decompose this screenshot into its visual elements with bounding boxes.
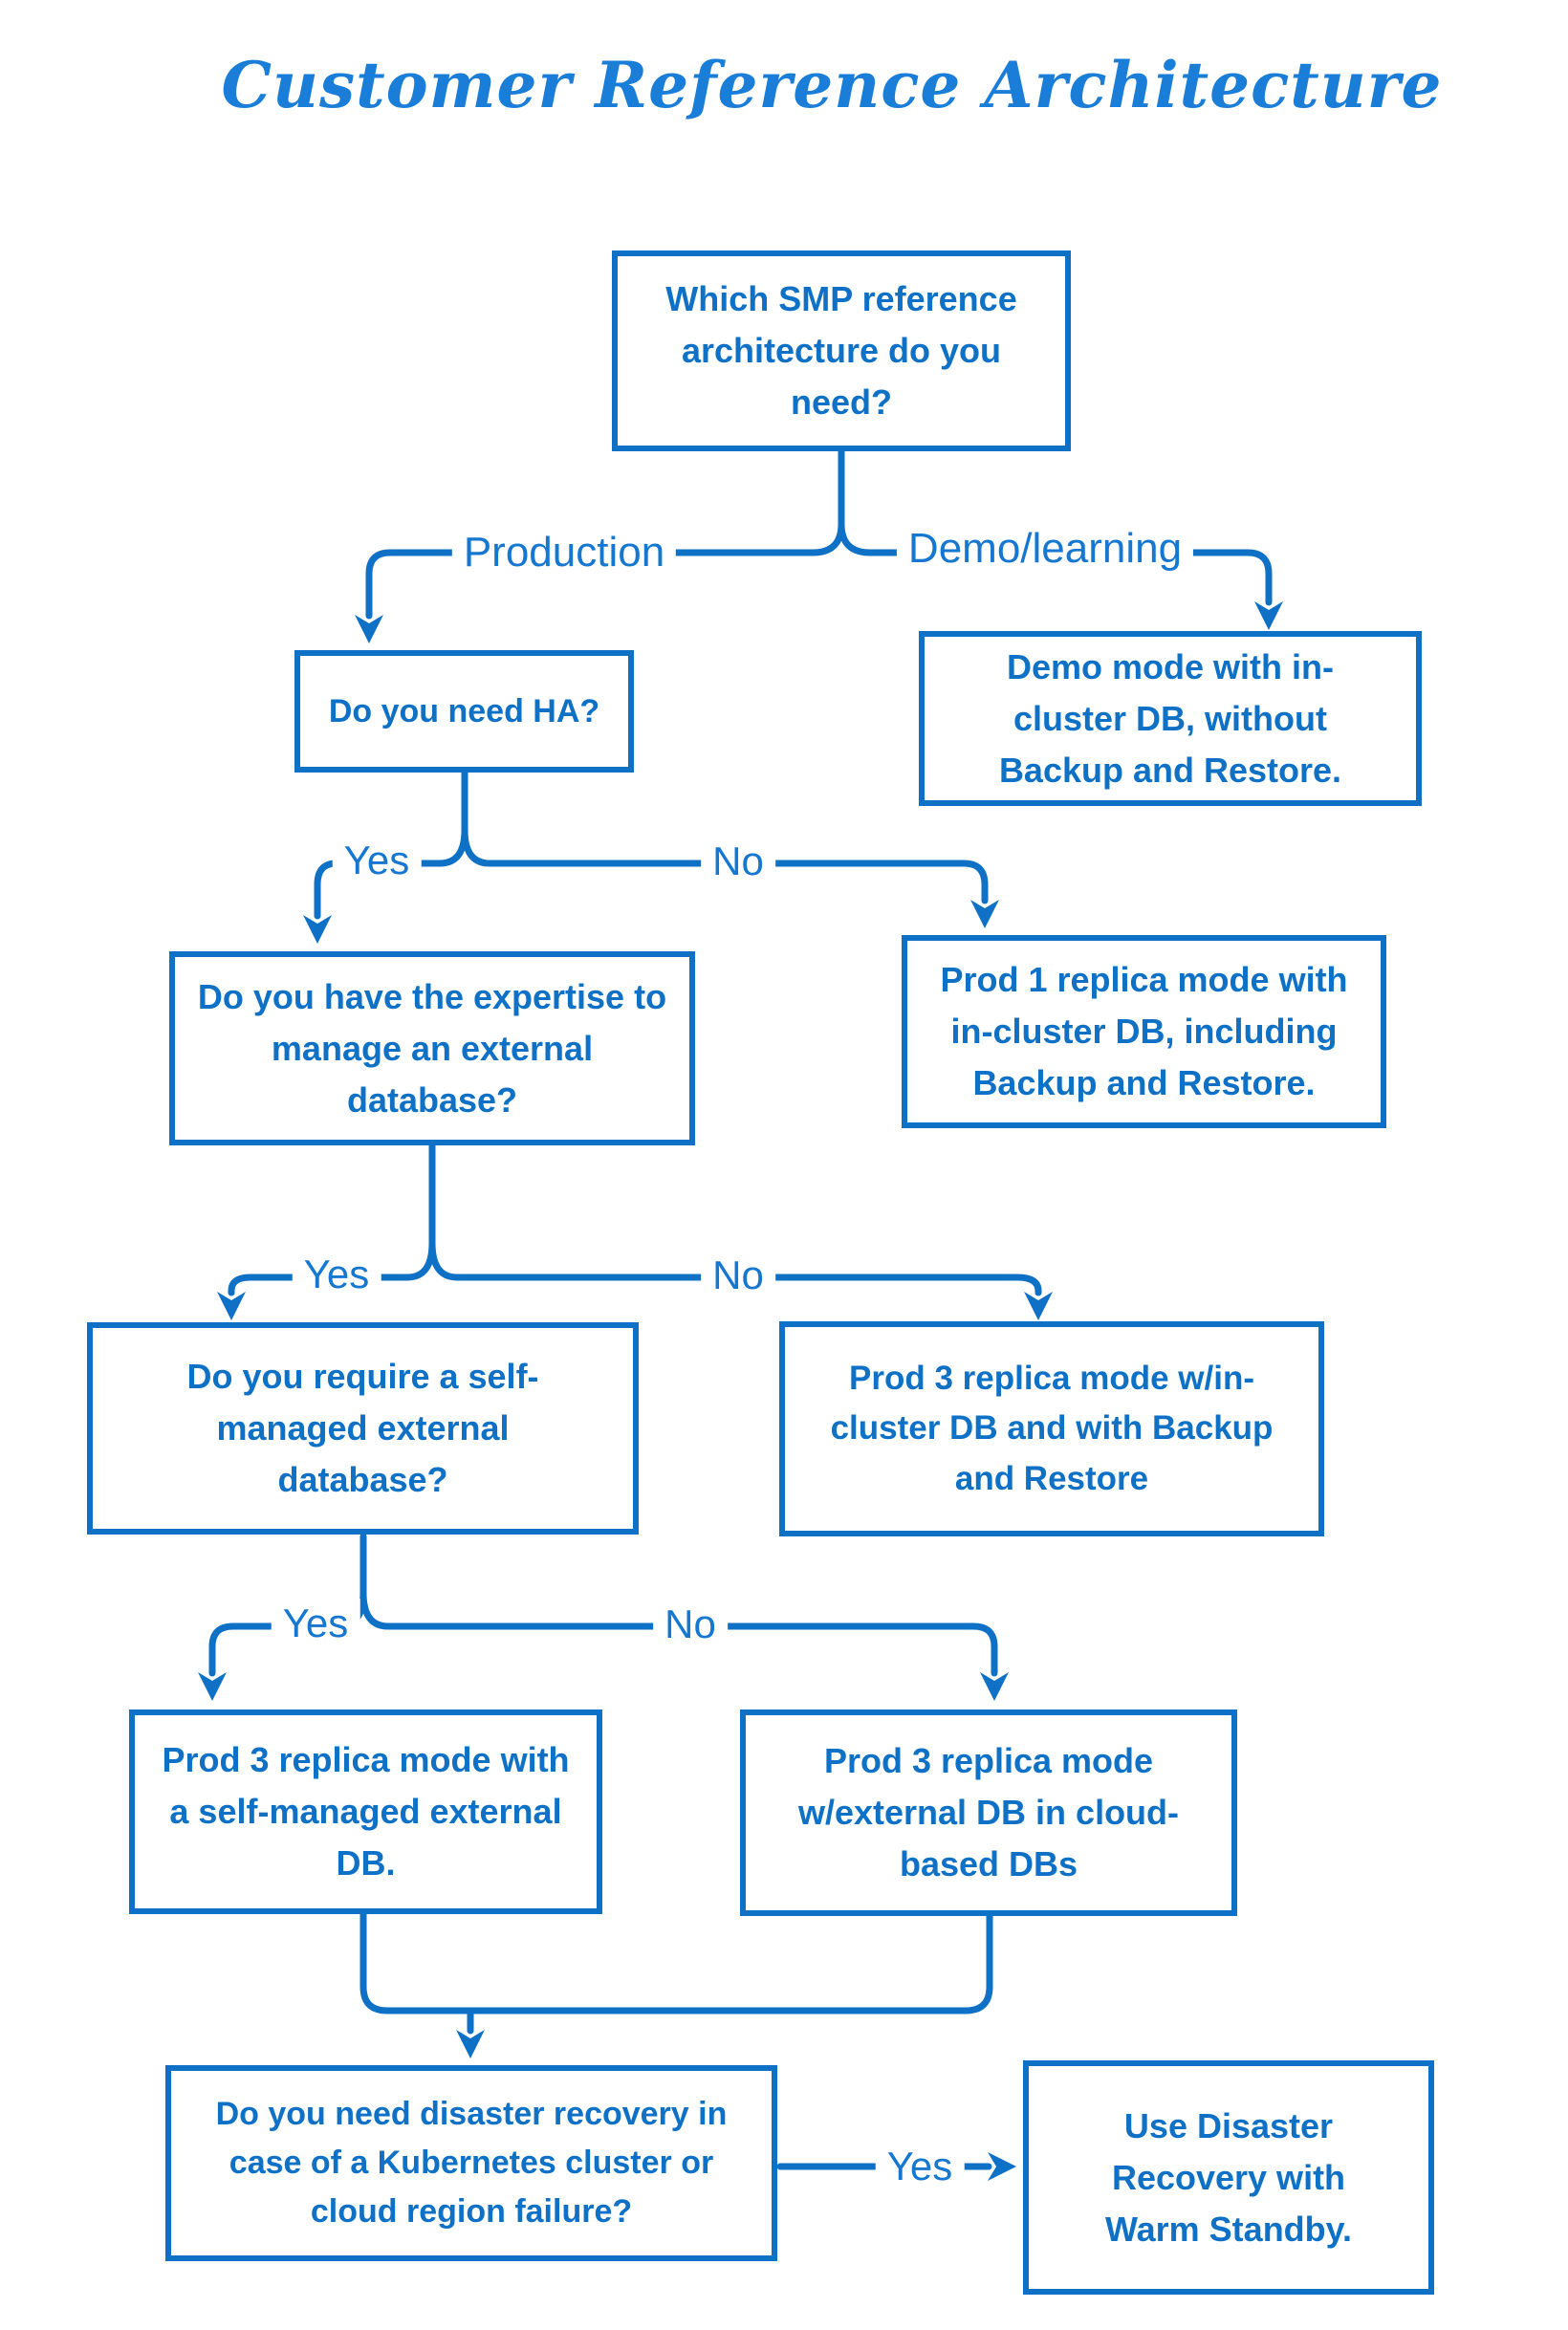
connector-demo-branch	[838, 520, 1283, 630]
node-require-self-managed: Do you require a self-managed external d…	[87, 1322, 639, 1535]
connector-ha-no	[461, 826, 999, 928]
edge-label-self-managed-no: No	[653, 1600, 728, 1649]
connector-expertise-no	[428, 1239, 1053, 1320]
node-which-architecture: Which SMP reference architecture do you …	[612, 250, 1071, 451]
node-warm-standby: Use Disaster Recovery with Warm Standby.	[1023, 2060, 1434, 2295]
page-title: Customer Reference Architecture	[221, 48, 1443, 122]
node-prod-1-replica: Prod 1 replica mode with in-cluster DB, …	[902, 935, 1386, 1128]
edge-label-ha-yes: Yes	[332, 836, 422, 885]
edge-label-expertise-no: No	[701, 1251, 775, 1300]
node-need-disaster-recovery: Do you need disaster recovery in case of…	[165, 2065, 777, 2261]
node-prod-3-in-cluster: Prod 3 replica mode w/in-cluster DB and …	[779, 1321, 1324, 1536]
node-need-ha: Do you need HA?	[294, 650, 634, 773]
connector-self-managed-no	[359, 1589, 1009, 1701]
node-prod-3-self-managed: Prod 3 replica mode with a self-managed …	[129, 1709, 602, 1914]
connector-production-branch	[355, 520, 845, 643]
node-demo-mode: Demo mode with in-cluster DB, without Ba…	[919, 631, 1422, 806]
connector-merge-left	[359, 1910, 474, 2014]
node-prod-3-cloud: Prod 3 replica mode w/external DB in clo…	[740, 1709, 1237, 1916]
node-expertise-external-db: Do you have the expertise to manage an e…	[169, 951, 695, 1145]
edge-label-self-managed-yes: Yes	[271, 1599, 360, 1648]
connector-expertise-yes	[217, 1239, 436, 1320]
edge-label-ha-no: No	[701, 837, 775, 886]
edge-label-expertise-yes: Yes	[292, 1250, 381, 1299]
edge-label-production: Production	[451, 527, 677, 578]
connector-self-managed-yes	[198, 1589, 367, 1701]
edge-label-dr-yes: Yes	[875, 2142, 965, 2191]
connector-merge-right	[467, 1912, 993, 2014]
edge-label-demo-learning: Demo/learning	[896, 523, 1194, 575]
